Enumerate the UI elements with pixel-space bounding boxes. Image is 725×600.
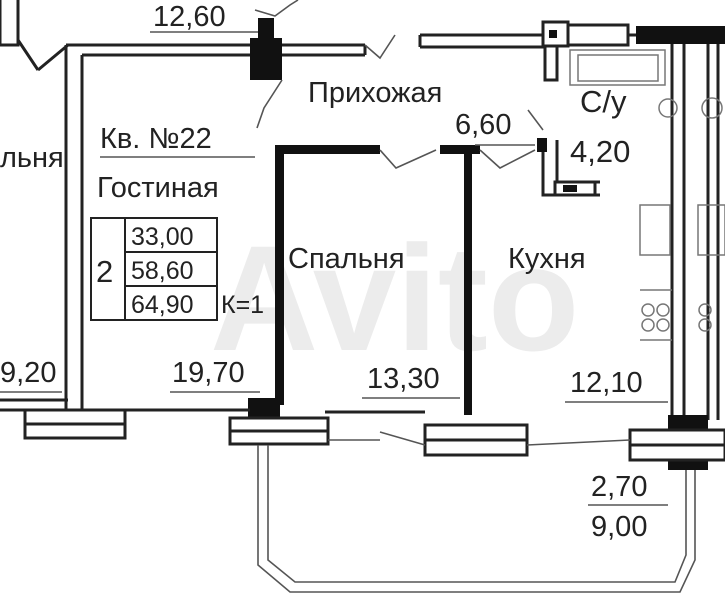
- area-total-with-balcony: 64,90: [131, 291, 194, 319]
- doors: [256, 34, 544, 169]
- bathtub-icon: [569, 49, 666, 86]
- bathroom-area: 4,20: [570, 134, 630, 169]
- neighbor-top-area: 12,60: [153, 1, 226, 33]
- bathroom-name: С/у: [580, 84, 627, 119]
- burner-icon: [641, 303, 655, 317]
- neighbor-left-name: льня: [0, 142, 64, 174]
- area-summary-box: 2 33,00 58,60 64,90: [90, 217, 218, 321]
- bedroom-name: Спальня: [288, 243, 405, 275]
- neighbor-top: [150, 0, 299, 33]
- watermark-text: Avito: [210, 214, 579, 382]
- kitchen-area: 12,10: [570, 367, 643, 399]
- area-total: 58,60: [131, 257, 194, 285]
- neighbor-left: [0, 0, 69, 72]
- coefficient: К=1: [221, 291, 264, 319]
- apartment-number: Кв. №22: [100, 123, 212, 155]
- hallway-name: Прихожая: [308, 77, 442, 109]
- fixtures: [569, 49, 725, 341]
- balcony-outline: [257, 431, 696, 593]
- stove-icon: [639, 204, 671, 256]
- bedroom-area: 13,30: [367, 363, 440, 395]
- living-room-area: 19,70: [172, 357, 245, 389]
- area-living: 33,00: [131, 223, 194, 251]
- rooms-count: 2: [96, 254, 113, 289]
- living-room-name: Гостиная: [97, 172, 219, 204]
- sink-icon: [658, 98, 678, 118]
- windows: [23, 408, 725, 462]
- kitchen-name: Кухня: [508, 243, 586, 275]
- neighbor-left-area: 9,20: [0, 357, 56, 389]
- hallway-area: 6,60: [455, 109, 511, 141]
- balcony-reduced-area: 9,00: [591, 511, 647, 543]
- balcony-area: 2,70: [591, 471, 647, 503]
